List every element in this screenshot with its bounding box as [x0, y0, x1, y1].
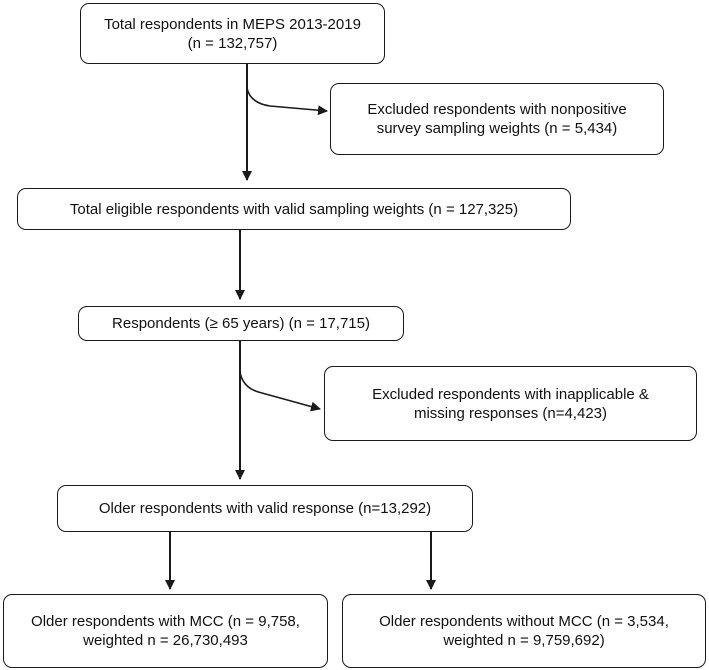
box-excluded-weights-line1: Excluded respondents with nonpositive: [367, 101, 627, 118]
box-with-mcc: Older respondents with MCC (n = 9,758, w…: [3, 594, 328, 668]
box-excluded-missing-line1: Excluded respondents with inapplicable &: [372, 385, 649, 403]
box-without-mcc-line2: weighted n = 9,759,692): [443, 632, 605, 649]
arrow-to-excluded-weights: [246, 87, 328, 116]
box-valid-response: Older respondents with valid response (n…: [57, 485, 473, 532]
box-with-mcc-line1: Older respondents with MCC (n = 9,758,: [31, 613, 300, 630]
box-excluded-missing-line2: missing responses (n=4,423): [413, 404, 607, 422]
box-total-respondents: Total respondents in MEPS 2013-2019 (n =…: [80, 3, 385, 64]
box-excluded-weights: Excluded respondents with nonpositive su…: [330, 83, 664, 155]
box-with-mcc-line2: weighted n = 26,730,493: [83, 632, 248, 649]
box-total-respondents-line1: Total respondents in MEPS 2013-2019: [104, 15, 361, 33]
arrow-to-excluded-missing: [239, 371, 321, 412]
box-total-respondents-line2: (n = 132,757): [187, 34, 278, 52]
box-eligible-respondents-line1: Total eligible respondents with valid sa…: [69, 200, 519, 218]
box-without-mcc-line1: Older respondents without MCC (n = 3,534…: [379, 613, 669, 630]
box-eligible-respondents: Total eligible respondents with valid sa…: [17, 188, 571, 230]
box-valid-response-line1: Older respondents with valid response (n…: [98, 500, 432, 517]
box-excluded-weights-line2: survey sampling weights (n = 5,434): [376, 120, 618, 137]
box-excluded-missing: Excluded respondents with inapplicable &…: [324, 366, 697, 441]
box-respondents-65-line1: Respondents (≥ 65 years) (n = 17,715): [112, 315, 370, 332]
box-without-mcc: Older respondents without MCC (n = 3,534…: [342, 594, 706, 668]
box-respondents-65: Respondents (≥ 65 years) (n = 17,715): [78, 306, 404, 341]
